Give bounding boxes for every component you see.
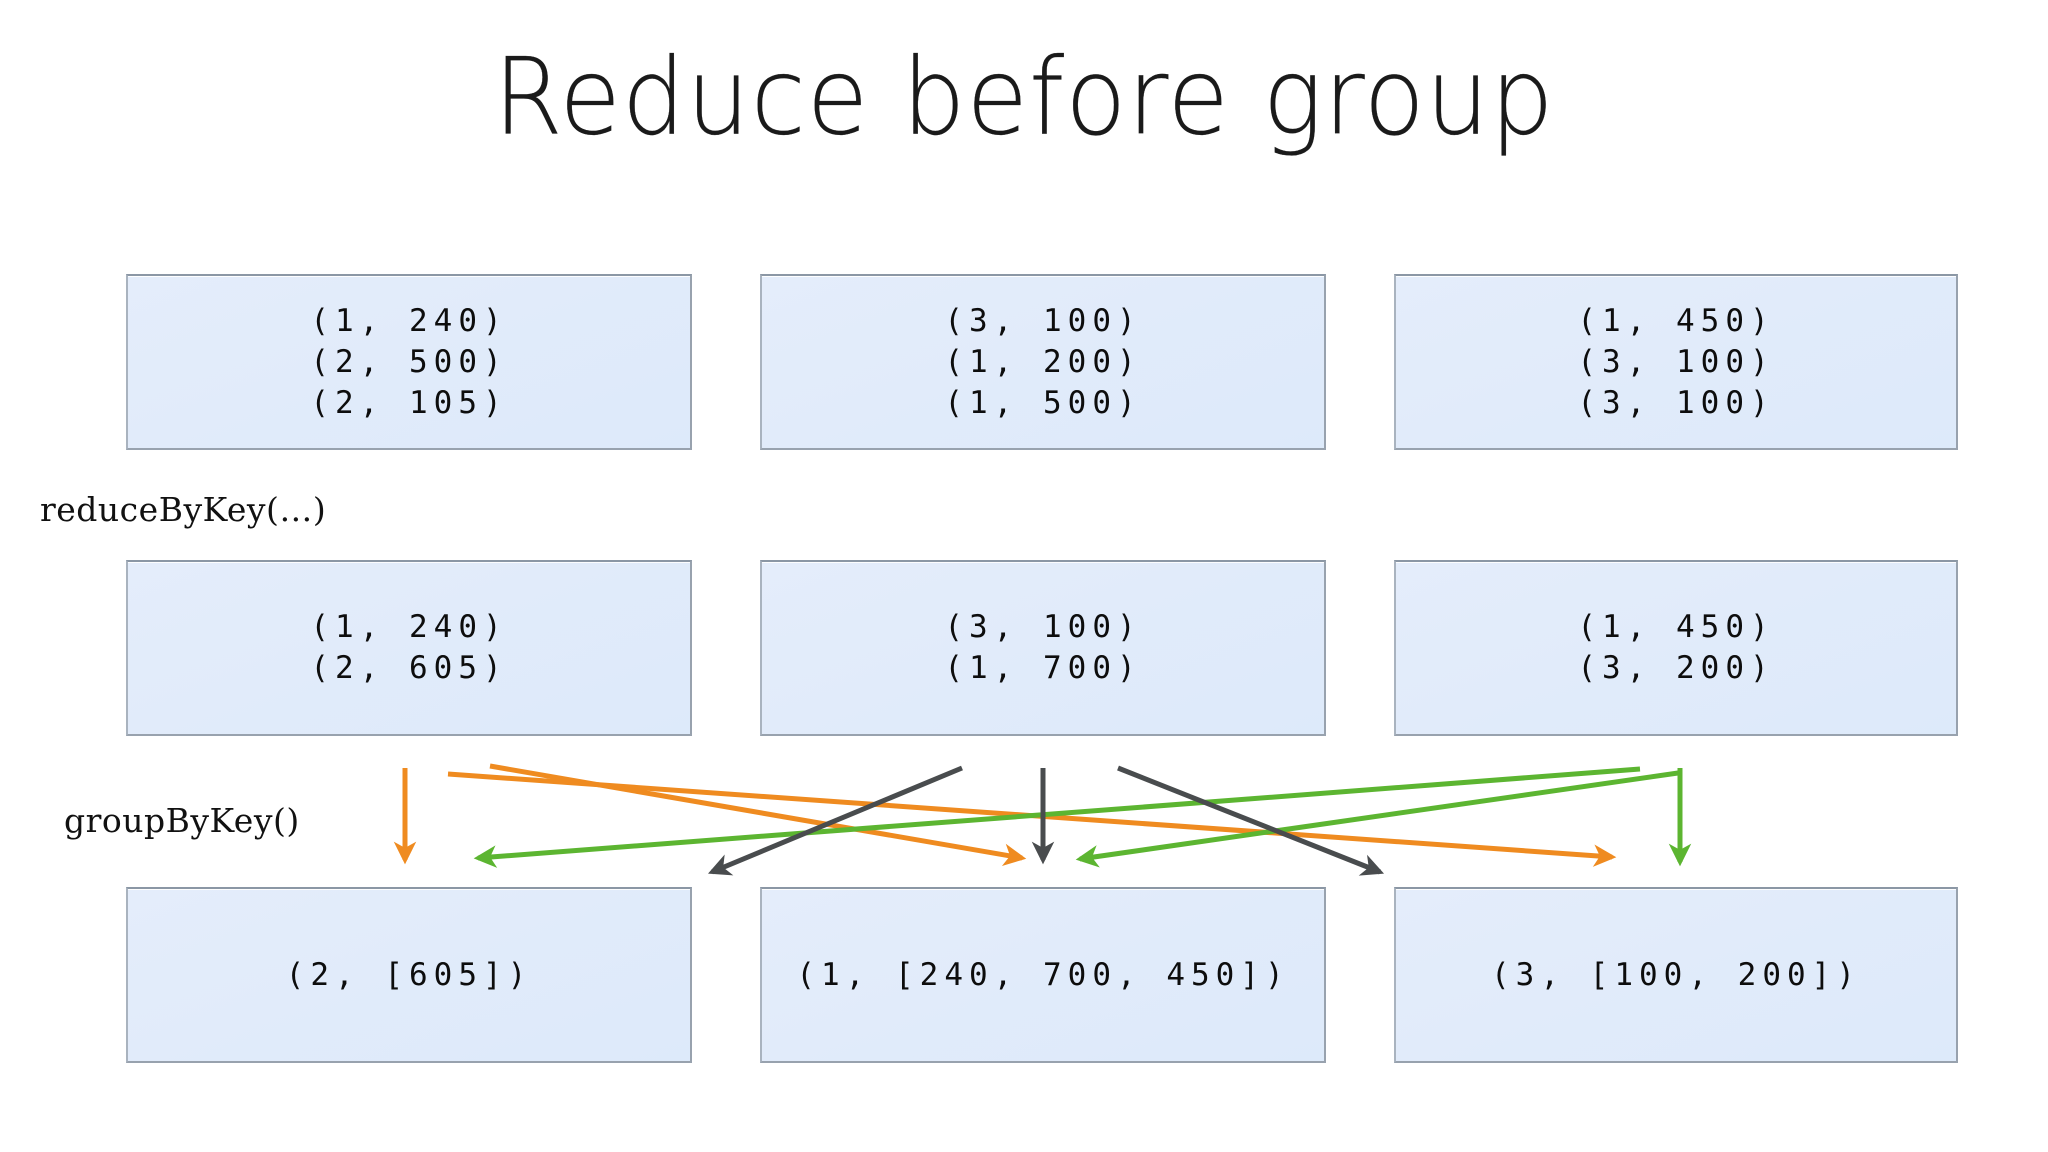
partition-line: (1, 240)	[310, 609, 508, 645]
stage-reduced-partitions: (1, 240) (2, 605) (3, 100) (1, 700) (1, …	[0, 560, 2048, 736]
partition-line: (3, 100)	[944, 609, 1142, 645]
partition-line: (2, [605])	[285, 956, 533, 993]
partition-line: (2, 605)	[310, 650, 508, 686]
partition-box: (3, 100) (1, 200) (1, 500)	[760, 274, 1326, 450]
partition-line: (1, 200)	[944, 343, 1142, 380]
arrow-orange-left-to-center	[489, 763, 1027, 866]
partition-line: (2, 500)	[310, 343, 508, 380]
partition-line: (3, 100)	[944, 302, 1142, 339]
partition-line: (1, 450)	[1577, 609, 1775, 645]
partition-box: (2, [605])	[126, 887, 692, 1063]
page-title: Reduce before group	[493, 34, 1555, 159]
partition-box: (1, 450) (3, 100) (3, 100)	[1394, 274, 1958, 450]
partition-box: (1, [240, 700, 450])	[760, 887, 1326, 1063]
partition-box: (1, 450) (3, 200)	[1394, 560, 1958, 736]
partition-box: (1, 240) (2, 500) (2, 105)	[126, 274, 692, 450]
arrow-green-right-to-left	[473, 766, 1641, 868]
partition-line: (3, [100, 200])	[1491, 956, 1861, 993]
partition-box: (3, 100) (1, 700)	[760, 560, 1326, 736]
arrow-green-right-to-center	[1075, 770, 1679, 868]
arrow-orange-mid-to-right	[447, 771, 1617, 867]
partition-line: (1, 700)	[944, 650, 1142, 686]
partition-line: (2, 105)	[310, 384, 508, 421]
partition-line: (1, 500)	[944, 384, 1142, 421]
stage-grouped-partitions: (2, [605]) (1, [240, 700, 450]) (3, [100…	[0, 887, 2048, 1063]
partition-line: (3, 100)	[1577, 384, 1775, 421]
stage-input-partitions: (1, 240) (2, 500) (2, 105) (3, 100) (1, …	[0, 274, 2048, 450]
partition-line: (3, 200)	[1577, 650, 1775, 686]
partition-line: (3, 100)	[1577, 343, 1775, 380]
stage-label-reduce-by-key: reduceByKey(…)	[40, 490, 327, 529]
partition-box: (1, 240) (2, 605)	[126, 560, 692, 736]
partition-line: (1, [240, 700, 450])	[796, 956, 1290, 993]
arrow-gray-center-to-left	[707, 765, 963, 876]
partition-line: (1, 240)	[310, 302, 508, 339]
partition-box: (3, [100, 200])	[1394, 887, 1958, 1063]
partition-line: (1, 450)	[1577, 302, 1775, 339]
arrow-gray-right-to-center	[1117, 765, 1385, 876]
stage-label-group-by-key: groupByKey()	[64, 801, 300, 840]
